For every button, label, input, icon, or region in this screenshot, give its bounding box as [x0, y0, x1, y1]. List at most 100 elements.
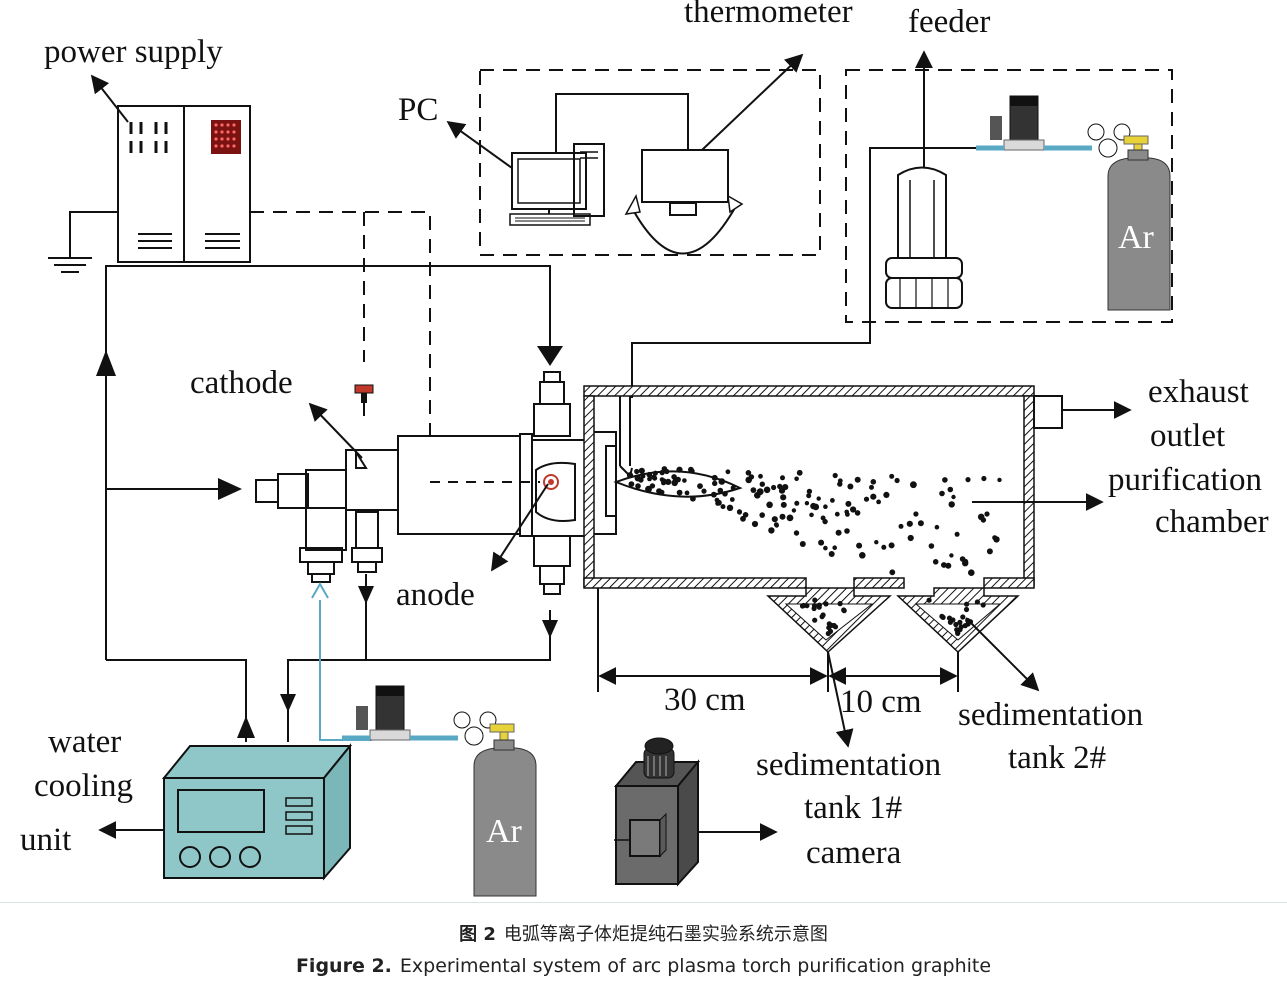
- graphite-particle: [811, 603, 818, 609]
- graphite-particle: [906, 520, 913, 527]
- cathode-feed-arrowhead: [537, 346, 563, 366]
- figure-caption-chinese-number: 图 2: [459, 924, 496, 945]
- graphite-particle: [837, 601, 843, 607]
- graphite-particle: [974, 599, 981, 605]
- graphite-particle: [949, 553, 954, 558]
- graphite-particle: [834, 511, 840, 517]
- cooling-unit-feed-line: [106, 659, 247, 742]
- graphite-particle: [794, 500, 800, 506]
- graphite-particle: [913, 511, 919, 517]
- outlet-label: outlet: [1150, 418, 1225, 454]
- dimension-lines: [597, 588, 959, 692]
- graphite-particle: [876, 499, 881, 505]
- graphite-particle: [758, 473, 763, 479]
- power-supply: [117, 105, 251, 263]
- graphite-particle: [997, 477, 1002, 483]
- cooling-inlet-arrowhead: [218, 478, 242, 500]
- ground-symbol: [48, 211, 118, 273]
- graphite-particle: [993, 536, 1000, 543]
- graphite-particle: [646, 471, 653, 478]
- graphite-particle: [638, 467, 645, 474]
- graphite-particle: [917, 520, 924, 527]
- graphite-particle: [828, 551, 835, 557]
- graphite-particle: [883, 491, 890, 498]
- graphite-particle: [977, 513, 985, 521]
- graphite-particle: [888, 542, 895, 549]
- graphite-particle: [955, 630, 961, 637]
- probe-sensor: [354, 384, 374, 416]
- power-return-arrowhead: [96, 350, 116, 376]
- pc-label: PC: [398, 92, 438, 128]
- graphite-particle: [948, 501, 955, 508]
- cathode-pointer: [308, 402, 363, 459]
- thermometer-pointer: [701, 53, 804, 151]
- graphite-particle: [854, 476, 861, 483]
- graphite-particle: [825, 630, 831, 637]
- graphite-particle: [809, 512, 814, 518]
- graphite-particle: [671, 474, 677, 480]
- graphite-particle: [845, 500, 852, 507]
- graphite-particle: [832, 624, 839, 630]
- graphite-particle: [859, 552, 866, 559]
- water-cooling-unit: [161, 743, 353, 881]
- experimental-system-diagram: power supply PC thermometer feeder: [20, 0, 1269, 897]
- pc-computer: [509, 143, 605, 226]
- graphite-particle: [980, 602, 986, 608]
- graphite-particle: [718, 478, 726, 485]
- graphite-particle: [806, 488, 813, 495]
- high-speed-camera: [613, 737, 701, 887]
- graphite-particle: [889, 473, 895, 479]
- graphite-particle: [818, 539, 825, 546]
- graphite-particle: [676, 489, 683, 496]
- unit-label: unit: [20, 822, 71, 858]
- powder-feeder: [885, 166, 963, 309]
- sedimentation-tank-1-label-a: sedimentation: [756, 747, 941, 783]
- dimension-10cm-label: 10 cm: [840, 684, 922, 720]
- graphite-particle: [845, 512, 850, 517]
- graphite-particle: [779, 513, 786, 520]
- power-return-line: [105, 265, 551, 660]
- thermometer-label: thermometer: [684, 0, 853, 30]
- argon-cylinder-bottom: [473, 739, 537, 897]
- dimension-30cm-label: 30 cm: [664, 682, 746, 718]
- graphite-particle: [771, 516, 778, 523]
- graphite-particle: [782, 484, 789, 491]
- graphite-particle: [635, 483, 641, 489]
- graphite-particle: [926, 597, 932, 603]
- chamber-label: chamber: [1155, 504, 1269, 540]
- graphite-particle: [664, 468, 670, 475]
- graphite-particle: [799, 541, 806, 547]
- exhaust-outlet-pipe: [1033, 395, 1063, 429]
- sedimentation-tank-2-label-b: tank 2#: [1008, 740, 1106, 776]
- graphite-particle: [736, 509, 743, 515]
- sedimentation-tank-2-pointer: [965, 617, 1040, 692]
- graphite-particle: [712, 480, 718, 487]
- graphite-particle: [939, 490, 945, 497]
- cooling-return-line: [287, 610, 551, 742]
- graphite-particle: [928, 543, 935, 549]
- graphite-particles: [626, 466, 1002, 637]
- graphite-particle: [869, 484, 874, 490]
- pc-thermometer-cable: [555, 93, 689, 153]
- graphite-particle: [939, 613, 945, 620]
- graphite-particle: [701, 488, 707, 494]
- power-signal-dashed-line: [250, 211, 431, 440]
- graphite-particle: [835, 529, 842, 536]
- graphite-particle: [850, 506, 857, 513]
- graphite-particle: [768, 527, 775, 534]
- graphite-particle: [932, 559, 939, 565]
- graphite-particle: [742, 512, 749, 518]
- graphite-particle: [697, 483, 703, 489]
- graphite-particle: [812, 597, 818, 603]
- graphite-particle: [832, 545, 837, 550]
- graphite-particle: [816, 602, 823, 608]
- figure-caption-english-number: Figure 2.: [295, 955, 392, 977]
- anode-pointer: [491, 483, 549, 572]
- graphite-particle: [804, 501, 810, 506]
- power-supply-pointer: [90, 74, 129, 123]
- graphite-particle: [777, 483, 783, 490]
- graphite-particle: [965, 477, 971, 483]
- graphite-particle: [730, 485, 736, 491]
- graphite-particle: [837, 481, 843, 487]
